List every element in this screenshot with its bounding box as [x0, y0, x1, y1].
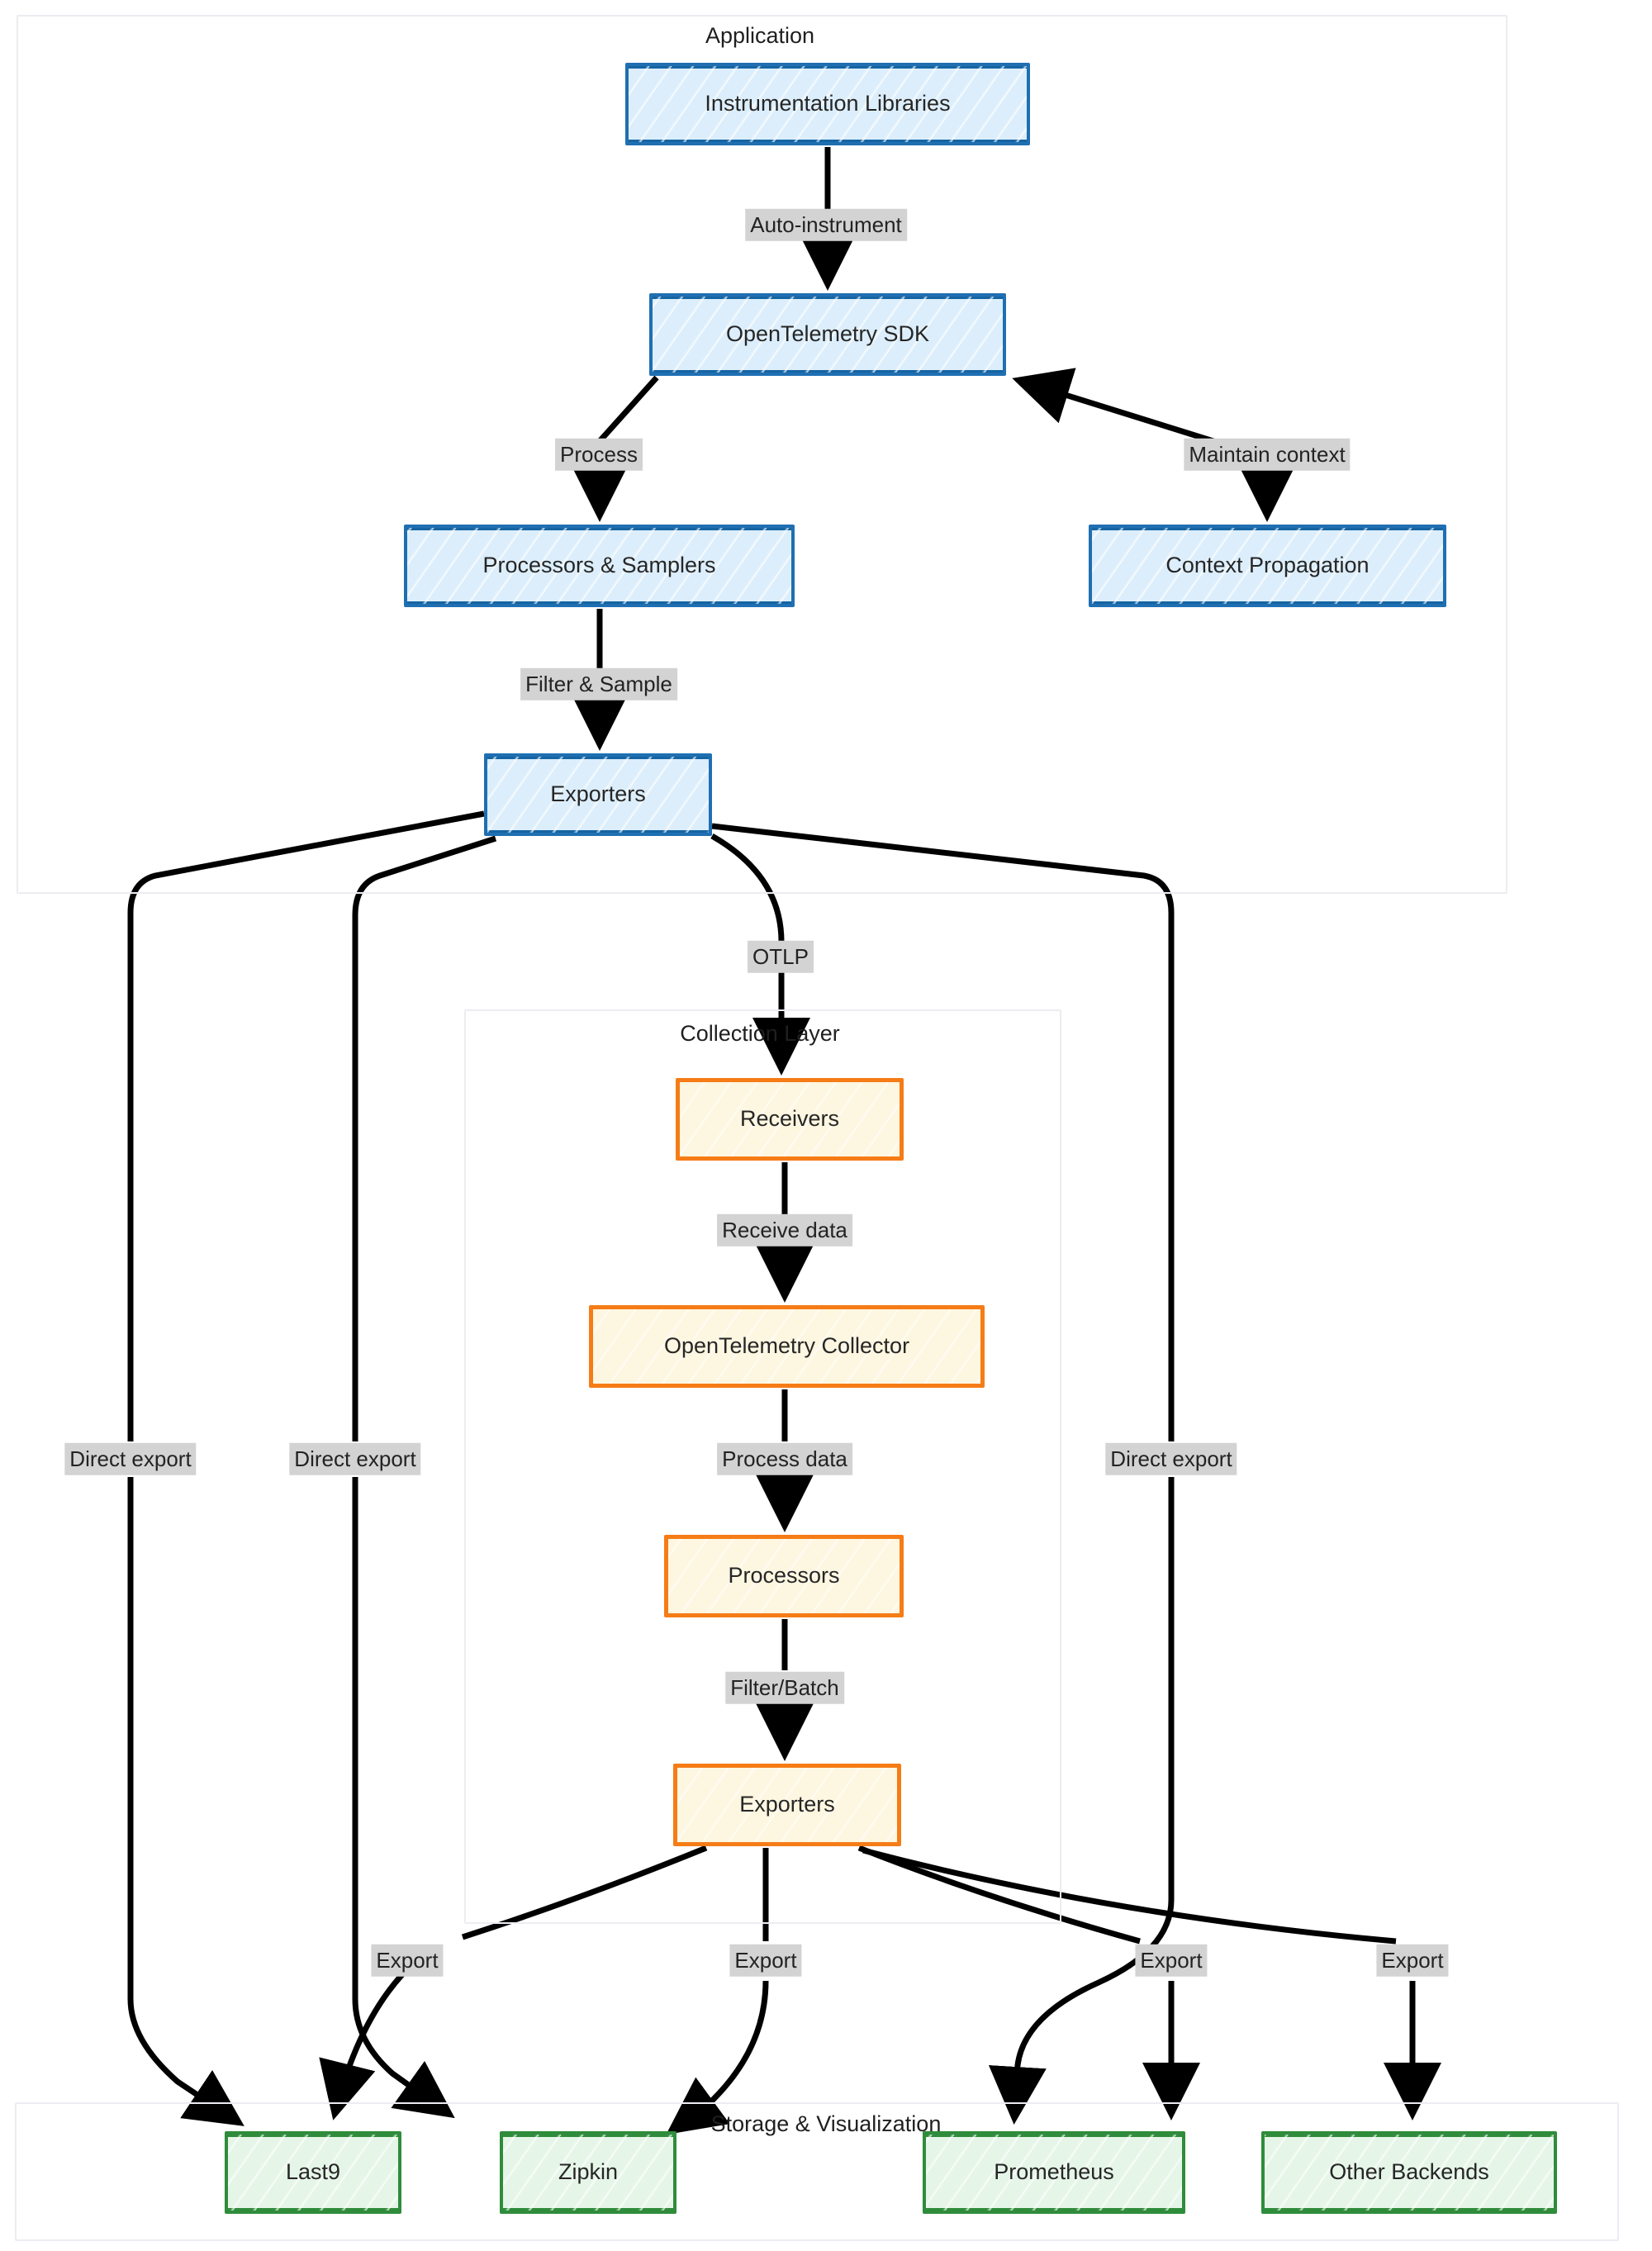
node-last9-label: Last9 [285, 2159, 341, 2185]
edge-exporters-to-zipkin-2 [352, 1477, 455, 2119]
edge-label-filter-batch: Filter/Batch [725, 1671, 844, 1704]
node-prometheus[interactable]: Prometheus [923, 2131, 1185, 2214]
node-receivers-label: Receivers [739, 1106, 840, 1132]
node-collector-exporters[interactable]: Exporters [673, 1764, 901, 1846]
node-context-propagation[interactable]: Context Propagation [1089, 525, 1446, 607]
edge-label-direct-export-2: Direct export [289, 1442, 421, 1475]
node-collector-processors-label: Processors [728, 1563, 840, 1589]
node-processors-and-samplers[interactable]: Processors & Samplers [404, 525, 795, 607]
edge-label-export-2: Export [729, 1944, 802, 1977]
node-app-exporters[interactable]: Exporters [484, 753, 712, 836]
edge-label-direct-export-1: Direct export [64, 1442, 197, 1475]
edge-label-direct-export-3: Direct export [1105, 1442, 1237, 1475]
node-collector-exporters-label: Exporters [739, 1792, 835, 1817]
node-app-exporters-label: Exporters [550, 781, 646, 807]
node-receivers[interactable]: Receivers [676, 1078, 904, 1161]
node-prometheus-label: Prometheus [994, 2159, 1114, 2185]
edge-label-process-data: Process data [717, 1442, 852, 1475]
node-collector-processors[interactable]: Processors [664, 1535, 904, 1617]
node-instrumentation-libraries[interactable]: Instrumentation Libraries [625, 63, 1030, 145]
edge-label-auto-instrument: Auto-instrument [745, 208, 907, 241]
node-other-backends-label: Other Backends [1329, 2159, 1489, 2185]
cluster-storage-visualization [15, 2102, 1619, 2241]
cluster-storage-visualization-label: Storage & Visualization [710, 2111, 942, 2136]
cluster-collection-layer [464, 1009, 1061, 1924]
edge-label-filter-and-sample: Filter & Sample [520, 667, 677, 700]
edge-exporters-to-last9 [127, 810, 485, 1441]
node-opentelemetry-collector-label: OpenTelemetry Collector [663, 1333, 910, 1359]
node-context-propagation-label: Context Propagation [1165, 553, 1370, 578]
node-opentelemetry-sdk[interactable]: OpenTelemetry SDK [649, 293, 1006, 376]
edge-exporters-to-last9-2 [127, 1477, 244, 2126]
node-zipkin-label: Zipkin [558, 2159, 619, 2185]
node-zipkin[interactable]: Zipkin [500, 2131, 676, 2214]
cluster-collection-layer-label: Collection Layer [680, 1021, 840, 1046]
edge-label-export-4: Export [1376, 1944, 1449, 1977]
cluster-application-label: Application [705, 23, 815, 48]
node-opentelemetry-sdk-label: OpenTelemetry SDK [725, 321, 930, 347]
edge-label-otlp: OTLP [748, 940, 814, 973]
node-opentelemetry-collector[interactable]: OpenTelemetry Collector [589, 1305, 985, 1388]
edge-label-export-3: Export [1135, 1944, 1208, 1977]
node-last9[interactable]: Last9 [225, 2131, 401, 2214]
edge-label-maintain-context: Maintain context [1184, 438, 1351, 471]
edge-label-receive-data: Receive data [717, 1213, 852, 1247]
node-other-backends[interactable]: Other Backends [1261, 2131, 1557, 2214]
node-instrumentation-libraries-label: Instrumentation Libraries [705, 91, 951, 116]
cluster-application [17, 15, 1507, 894]
node-processors-and-samplers-label: Processors & Samplers [482, 553, 716, 578]
edge-label-process: Process [555, 438, 643, 471]
edge-label-export-1: Export [371, 1944, 444, 1977]
